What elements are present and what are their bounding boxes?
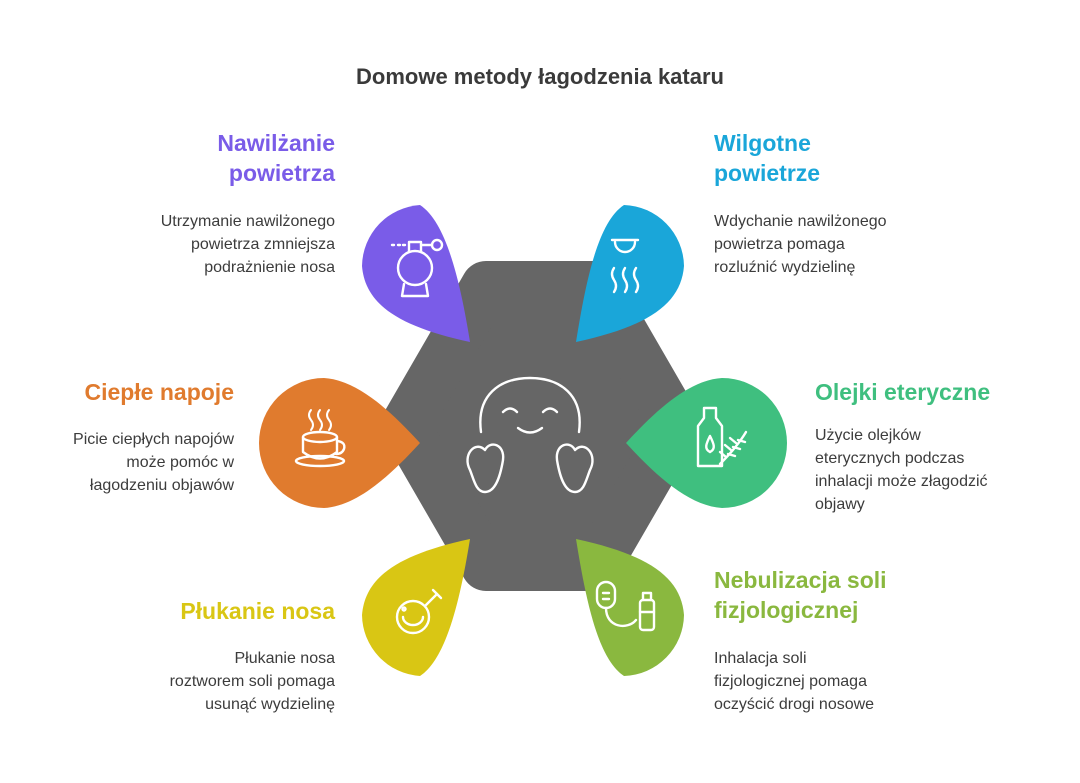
item-title-olejki: Olejki eteryczne bbox=[815, 377, 1045, 407]
desc-line: Użycie olejków bbox=[815, 427, 921, 444]
desc-line: oczyścić drogi nosowe bbox=[714, 696, 875, 713]
desc-line: Inhalacja soli bbox=[714, 650, 807, 667]
desc-line: roztworem soli pomaga bbox=[169, 673, 335, 690]
desc-line: Wdychanie nawilżonego bbox=[714, 213, 887, 230]
petal-wilgotne bbox=[576, 205, 684, 342]
nebulizer-icon bbox=[595, 580, 656, 632]
desc-line: eterycznych podczas bbox=[815, 450, 965, 467]
desc-line: łagodzeniu objawów bbox=[89, 477, 234, 494]
item-title-nawilzanie: Nawilżanie powietrza bbox=[130, 128, 335, 188]
desc-line: usunąć wydzielinę bbox=[205, 696, 335, 713]
nasal-bulb-icon bbox=[395, 588, 443, 635]
item-title-nebulizacja: Nebulizacja soli fizjologicznej bbox=[714, 565, 974, 625]
desc-line: Płukanie nosa bbox=[234, 650, 335, 667]
desc-line: powietrza zmniejsza bbox=[190, 236, 335, 253]
item-title-line: Olejki eteryczne bbox=[815, 379, 991, 405]
item-title-line: fizjologicznej bbox=[714, 597, 859, 623]
item-title-line: Płukanie nosa bbox=[180, 598, 335, 624]
item-title-line: Wilgotne bbox=[714, 130, 811, 156]
oil-bottle-icon bbox=[696, 406, 748, 468]
petal-nawilzanie bbox=[362, 205, 470, 342]
item-desc-wilgotne: Wdychanie nawilżonego powietrza pomaga r… bbox=[714, 210, 954, 279]
item-desc-plukanie: Płukanie nosa roztworem soli pomaga usun… bbox=[95, 647, 335, 716]
desc-line: Picie ciepłych napojów bbox=[73, 431, 234, 448]
item-title-line: Nawilżanie bbox=[217, 130, 335, 156]
item-title-wilgotne: Wilgotne powietrze bbox=[714, 128, 934, 188]
item-title-line: powietrza bbox=[228, 160, 335, 186]
desc-line: fizjologicznej pomaga bbox=[714, 673, 867, 690]
desc-line: może pomóc w bbox=[126, 454, 234, 471]
petal-cieple bbox=[259, 378, 420, 508]
desc-line: inhalacji może złagodzić bbox=[815, 473, 988, 490]
item-title-cieple: Ciepłe napoje bbox=[30, 377, 234, 407]
item-title-line: Ciepłe napoje bbox=[84, 379, 234, 405]
item-title-line: Nebulizacja soli bbox=[714, 567, 887, 593]
item-desc-nebulizacja: Inhalacja soli fizjologicznej pomaga ocz… bbox=[714, 647, 954, 716]
desc-line: Utrzymanie nawilżonego bbox=[160, 213, 335, 230]
steam-lamp-icon bbox=[610, 238, 640, 294]
humidifier-icon bbox=[390, 238, 444, 298]
item-title-plukanie: Płukanie nosa bbox=[100, 596, 335, 626]
desc-line: powietrza pomaga bbox=[714, 236, 845, 253]
item-desc-olejki: Użycie olejków eterycznych podczas inhal… bbox=[815, 424, 1055, 516]
diagram-title: Domowe metody łagodzenia kataru bbox=[356, 64, 724, 89]
desc-line: podrażnienie nosa bbox=[204, 259, 335, 276]
petal-nebulizacja bbox=[576, 539, 684, 676]
item-title-line: powietrze bbox=[714, 160, 821, 186]
item-desc-nawilzanie: Utrzymanie nawilżonego powietrza zmniejs… bbox=[95, 210, 335, 279]
item-desc-cieple: Picie ciepłych napojów może pomóc w łago… bbox=[14, 428, 234, 497]
desc-line: rozluźnić wydzielinę bbox=[714, 259, 856, 276]
smiling-face-icon bbox=[466, 376, 594, 494]
desc-line: objawy bbox=[815, 496, 865, 513]
hot-cup-icon bbox=[294, 409, 346, 468]
petal-plukanie bbox=[362, 539, 470, 676]
